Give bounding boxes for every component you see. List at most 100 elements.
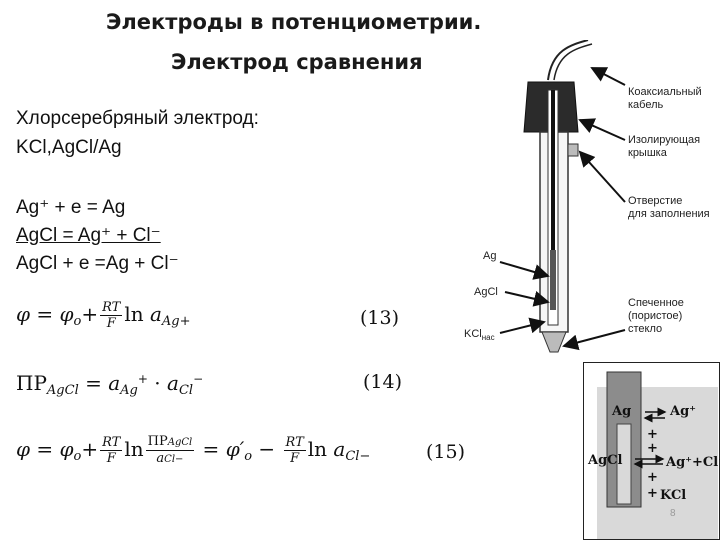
cell-label-ag-cl: Ag⁺+Cl⁻ bbox=[666, 455, 720, 470]
eq14-a1-sup: + bbox=[137, 372, 148, 386]
cell-label-kcl: KCl bbox=[660, 488, 687, 503]
eq13-phi: φ bbox=[16, 302, 31, 326]
filling-hole bbox=[567, 143, 579, 157]
eq15-pr-text: ПР bbox=[147, 434, 168, 449]
eq13-ln: ln bbox=[124, 302, 144, 326]
eq15-phi0-sub: o bbox=[73, 449, 82, 464]
porous-glass-tip bbox=[541, 331, 567, 353]
label-agcl: AgCl bbox=[474, 286, 498, 298]
cell-plus-4: + bbox=[647, 486, 658, 501]
label-porous-glass: Спеченное(пористое)стекло bbox=[628, 297, 684, 336]
cable-line bbox=[547, 40, 589, 81]
silver-wire bbox=[551, 90, 555, 250]
page-title-line1: Электроды в потенциометрии. bbox=[106, 10, 482, 34]
cell-schematic bbox=[583, 362, 720, 540]
eq15-pr-den-a: a bbox=[156, 451, 165, 466]
eq13-phi0: φ bbox=[59, 302, 74, 326]
page-number: 8 bbox=[670, 508, 676, 519]
ag-arrow bbox=[499, 261, 550, 280]
agcl-coating bbox=[550, 250, 556, 310]
eq15-frac2-num: RT bbox=[283, 435, 306, 451]
electrode-intro: Хлорсеребряный электрод: bbox=[16, 108, 259, 129]
label-glass-3: стекло bbox=[628, 323, 663, 335]
cell-plus-3: + bbox=[647, 470, 658, 485]
eq15-frac-num: RT bbox=[100, 435, 123, 451]
label-kcl: KCl bbox=[464, 328, 482, 340]
eq15-minus: − bbox=[252, 437, 282, 461]
reaction-2: AgCl = Ag⁺ + Cl⁻ bbox=[16, 225, 161, 246]
cell-label-ag: Ag bbox=[612, 404, 632, 419]
cell-label-agcl: AgCl bbox=[588, 453, 623, 468]
label-cap-1: Изолирующая bbox=[628, 134, 701, 146]
label-glass-1: Спеченное bbox=[628, 297, 684, 309]
electrode-formula: KCl,AgCl/Ag bbox=[16, 137, 122, 158]
eq13-a: a bbox=[149, 302, 162, 326]
eq13-frac-den: F bbox=[106, 316, 116, 331]
eq15-a: a bbox=[333, 437, 346, 461]
eq15-frac-den: F bbox=[106, 451, 116, 466]
eq13-phi0-sub: o bbox=[73, 314, 82, 329]
eq13-plus: + bbox=[81, 302, 99, 326]
eq14-a2-sup: − bbox=[193, 372, 204, 386]
label-coax-1: Коаксиальный bbox=[628, 86, 702, 98]
label-cap-2: крышка bbox=[628, 147, 667, 159]
eq15-a-sub: Cl− bbox=[345, 449, 371, 464]
eq15-phi0-prime: φ′ bbox=[225, 437, 245, 461]
eq15-equals: = bbox=[30, 437, 60, 461]
reaction-1: Ag⁺ + e = Ag bbox=[16, 197, 126, 218]
cap-arrow bbox=[578, 118, 626, 141]
cable-line-2 bbox=[553, 43, 593, 81]
agcl-arrow bbox=[504, 291, 550, 307]
eq15-pr-den: aCl− bbox=[146, 451, 195, 467]
eq15-equals-2: = bbox=[196, 437, 226, 461]
label-hole-2: для заполнения bbox=[628, 208, 710, 220]
label-kcl-sat: KClнас bbox=[464, 328, 495, 344]
equation-15-number: (15) bbox=[426, 441, 466, 463]
equation-14-number: (14) bbox=[363, 371, 403, 393]
eq15-ln2: ln bbox=[307, 437, 328, 461]
eq15-phi0p-sub: o bbox=[244, 449, 253, 464]
equation-14: ПРAgCl = aAg+ · aCl− bbox=[16, 371, 203, 398]
agcl-layer bbox=[616, 423, 632, 505]
eq13-equals: = bbox=[30, 302, 60, 326]
eq14-pr-sub: AgCl bbox=[46, 383, 79, 398]
cell-plus-2: + bbox=[647, 441, 658, 456]
eq15-phi0: φ bbox=[59, 437, 74, 461]
eq15-pr-num: ПРAgCl bbox=[145, 434, 195, 451]
cell-plus-1: + bbox=[647, 427, 658, 442]
eq15-ln: ln bbox=[124, 437, 144, 461]
label-glass-2: (пористое) bbox=[628, 310, 683, 322]
eq14-pr: ПР bbox=[16, 371, 47, 395]
equation-13-number: (13) bbox=[360, 307, 400, 329]
cell-label-ag-plus: Ag⁺ bbox=[670, 404, 697, 419]
eq14-a1: a bbox=[108, 371, 121, 395]
eq15-plus: + bbox=[81, 437, 99, 461]
eq14-a2: a bbox=[167, 371, 179, 395]
page-title-line2: Электрод сравнения bbox=[171, 50, 423, 74]
label-ag: Ag bbox=[483, 250, 497, 262]
eq13-frac-num: RT bbox=[100, 300, 123, 316]
glass-arrow bbox=[562, 329, 626, 351]
electrode-diagram bbox=[499, 40, 626, 353]
eq15-pr-sub: AgCl bbox=[167, 437, 193, 448]
reaction-3: AgCl + e =Ag + Cl⁻ bbox=[16, 253, 179, 274]
label-coax-2: кабель bbox=[628, 99, 664, 111]
hole-arrow bbox=[578, 150, 626, 203]
eq15-frac2-den: F bbox=[290, 451, 300, 466]
cable-arrow bbox=[590, 67, 626, 86]
eq14-a2-sub: Cl bbox=[178, 383, 194, 398]
eq14-dot: · bbox=[147, 371, 168, 395]
eq13-a-sub: Ag+ bbox=[161, 314, 191, 329]
eq15-phi: φ bbox=[16, 437, 31, 461]
kcl-arrow bbox=[499, 317, 546, 334]
label-hole-1: Отверстие bbox=[628, 195, 683, 207]
